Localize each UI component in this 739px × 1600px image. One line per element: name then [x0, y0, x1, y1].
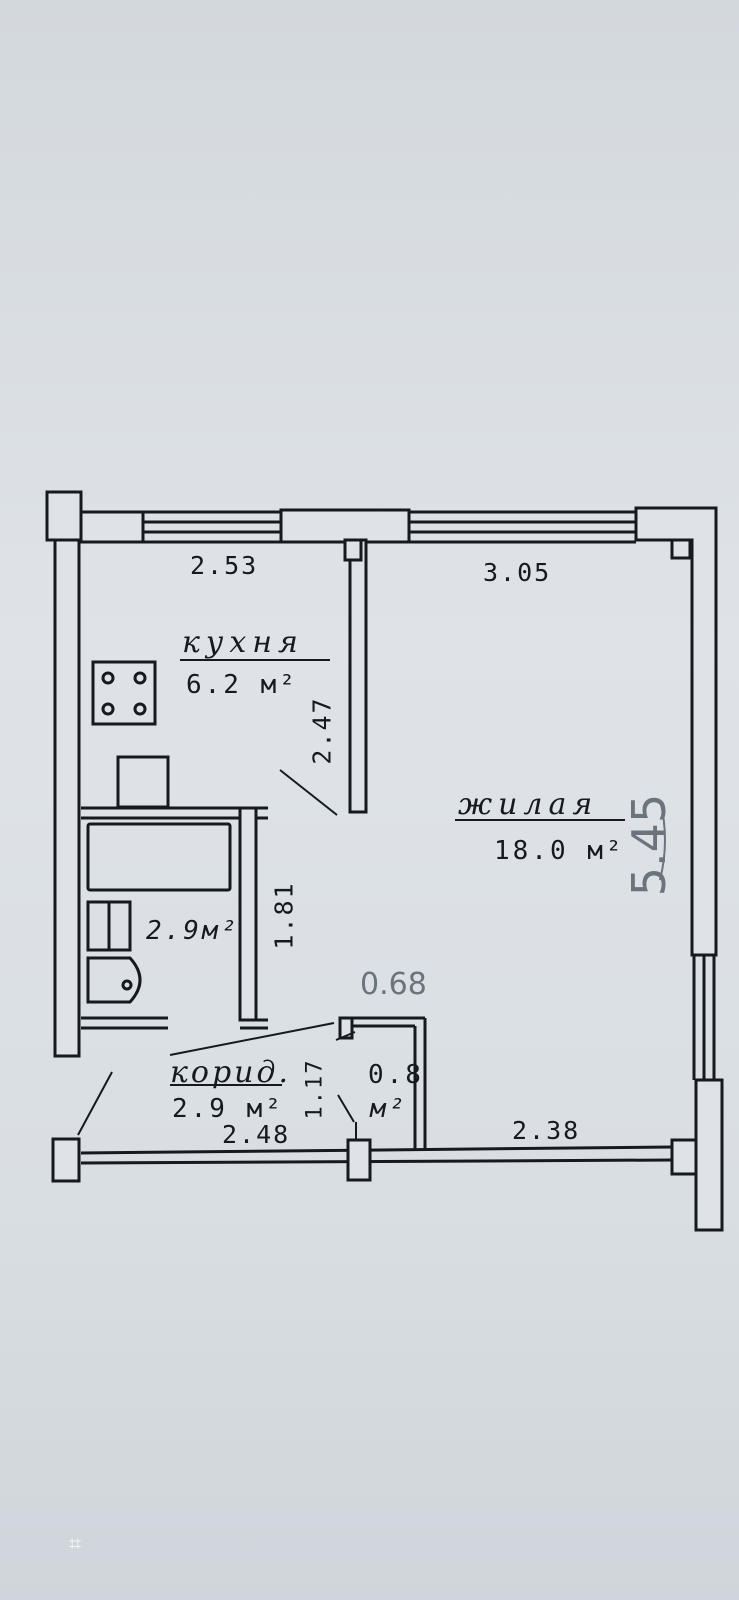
- room-name-kitchen: кухня: [182, 625, 304, 660]
- wall-column-top-right-small: [670, 538, 692, 560]
- bathtub: [86, 822, 232, 892]
- dimension-corridor-width: 2.48: [222, 1120, 291, 1149]
- window-living: [409, 510, 636, 544]
- toilet: [86, 956, 142, 1004]
- kitchen-counter: [116, 755, 170, 809]
- wall-column-top-left: [45, 490, 83, 542]
- entrance-door-swing: [77, 1071, 113, 1136]
- closet-walls: [338, 1016, 427, 1150]
- stove: [91, 660, 157, 726]
- room-name-living: жилая: [458, 787, 599, 822]
- dimension-kitchen-partition: 2.47: [307, 696, 337, 765]
- wall-right-lower: [694, 1078, 724, 1232]
- dimension-closet-bottom: 2.38: [512, 1116, 581, 1145]
- closet-door-bottom: [337, 1094, 355, 1123]
- wall-corner-top-right: [634, 506, 718, 957]
- closet-door-top: [335, 1031, 356, 1041]
- wall-column-bottom-mid: [346, 1138, 372, 1182]
- window-kitchen: [143, 510, 281, 544]
- dimension-kitchen-width: 2.53: [190, 551, 259, 580]
- dimension-closet-door: 1.17: [302, 1058, 328, 1120]
- corridor-leader: [169, 1022, 335, 1056]
- room-area-bathroom: 2.9м²: [146, 916, 240, 946]
- room-area-closet-unit: м²: [370, 1094, 408, 1124]
- room-area-corridor: 2.9 м²: [172, 1094, 284, 1124]
- wall-left: [53, 538, 81, 1058]
- room-area-closet-value: 0.8: [368, 1060, 424, 1090]
- pencil-note-living-height: 5.45: [622, 793, 677, 897]
- dimension-living-width: 3.05: [483, 558, 552, 587]
- wall-top-pier: [279, 508, 411, 544]
- wall-bottom: [80, 1145, 673, 1165]
- kitchen-door-swing: [279, 769, 338, 816]
- room-name-corridor: корид.: [170, 1055, 292, 1090]
- pencil-marks: [659, 799, 666, 881]
- pencil-note-closet-width: 0.68: [360, 967, 427, 1002]
- window-living-right: [692, 955, 716, 1080]
- bathroom-walls: [81, 806, 268, 1030]
- wall-top-left: [79, 510, 145, 544]
- room-area-kitchen: 6.2 м²: [186, 670, 298, 700]
- toilet-hole: [121, 979, 133, 991]
- room-area-living: 18.0 м²: [494, 836, 625, 866]
- dimension-bathroom-height: 1.81: [269, 881, 299, 950]
- wall-kitchen-partition-cap: [343, 538, 363, 562]
- crop-icon[interactable]: ⌗: [68, 1532, 82, 1557]
- stove-burners: [101, 671, 147, 716]
- wall-column-bottom-left: [51, 1137, 81, 1183]
- wall-column-bottom-right: [670, 1138, 698, 1176]
- wall-kitchen-partition: [348, 538, 368, 814]
